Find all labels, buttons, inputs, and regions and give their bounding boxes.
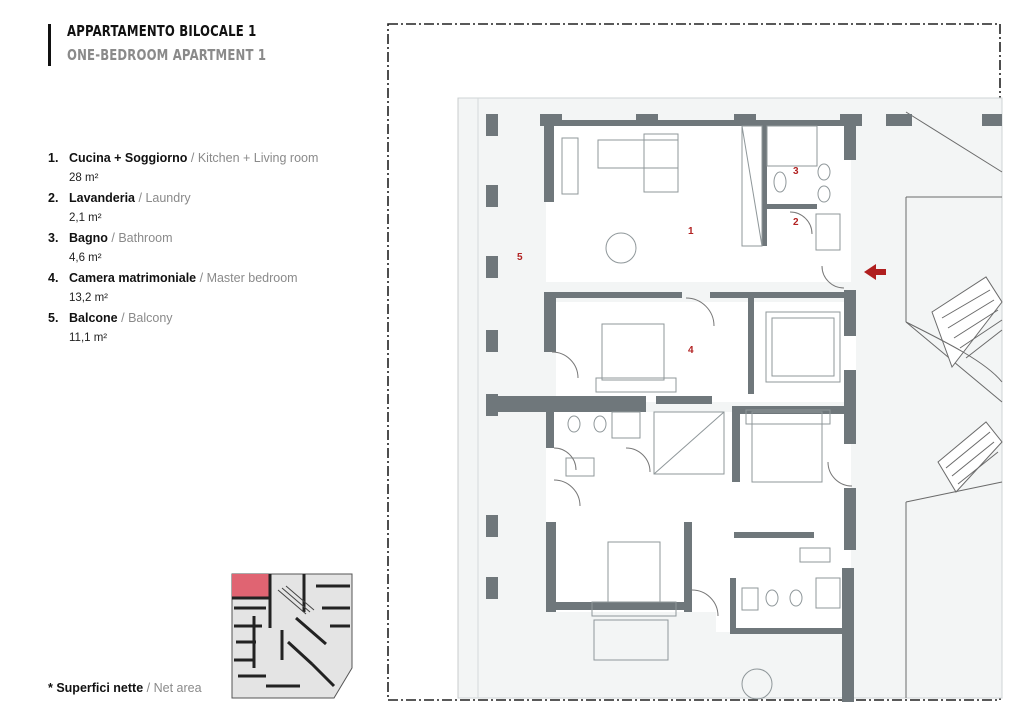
footnote: * Superfici nette / Net area [48,681,202,695]
room-name-en: Kitchen + Living room [197,151,319,165]
key-plan-stairs [277,585,315,615]
room-separator: / [107,231,119,245]
room-name-en: Master bedroom [206,271,298,285]
room-number: 3. [48,231,59,245]
room-area: 28 m² [69,172,99,184]
room-name-it: Cucina + Soggiorno [69,151,188,165]
room-name-en: Bathroom [118,231,173,245]
room-separator: / [135,191,146,205]
room-item-5: 5. Balcone / Balcony 11,1 m² [48,308,368,348]
room-name-it: Lavanderia [69,191,136,205]
room-name-en: Laundry [145,191,191,205]
room-area: 13,2 m² [69,292,108,304]
room-name-it: Camera matrimoniale [69,271,197,285]
room-separator: / [117,311,129,325]
key-plan-highlight [232,574,270,598]
exterior-stairs [905,111,1003,698]
room-name-it: Balcone [69,311,118,325]
plan-interior [546,122,856,632]
title-accent-bar [48,24,51,66]
room-name-it: Bagno [69,231,108,245]
room-label-1: 1 [688,226,694,237]
key-plan-walls [232,574,350,688]
footnote-separator: / [143,681,154,695]
room-label-5: 5 [517,252,523,263]
room-item-4: 4. Camera matrimoniale / Master bedroom 1… [48,268,368,308]
room-separator: / [196,271,207,285]
page-title: APPARTAMENTO BILOCALE 1 [67,22,257,40]
plan-walls [486,114,1002,702]
room-number: 4. [48,271,59,285]
key-plan [226,568,356,702]
plan-doors [551,211,853,617]
room-item-3: 3. Bagno / Bathroom 4,6 m² [48,228,368,268]
room-number: 2. [48,191,59,205]
page-subtitle: ONE-BEDROOM APARTMENT 1 [67,46,267,64]
entrance-arrow-icon [864,264,886,280]
plan-furniture [561,125,841,700]
key-plan-building [231,573,353,699]
room-area: 2,1 m² [69,212,102,224]
floor-plan: 1 2 3 4 5 [387,23,1003,702]
room-label-2: 2 [793,217,799,228]
room-name-en: Balcony [128,311,173,325]
room-number: 1. [48,151,59,165]
room-item-1: 1. Cucina + Soggiorno / Kitchen + Living … [48,148,368,188]
room-separator: / [187,151,198,165]
room-label-3: 3 [793,166,799,177]
footnote-it: * Superfici nette [48,681,144,695]
footnote-en: Net area [153,681,202,695]
room-label-4: 4 [688,345,694,356]
room-list: 1. Cucina + Soggiorno / Kitchen + Living … [48,148,368,348]
room-area: 4,6 m² [69,252,102,264]
room-item-2: 2. Lavanderia / Laundry 2,1 m² [48,188,368,228]
room-number: 5. [48,311,59,325]
room-area: 11,1 m² [69,332,108,344]
